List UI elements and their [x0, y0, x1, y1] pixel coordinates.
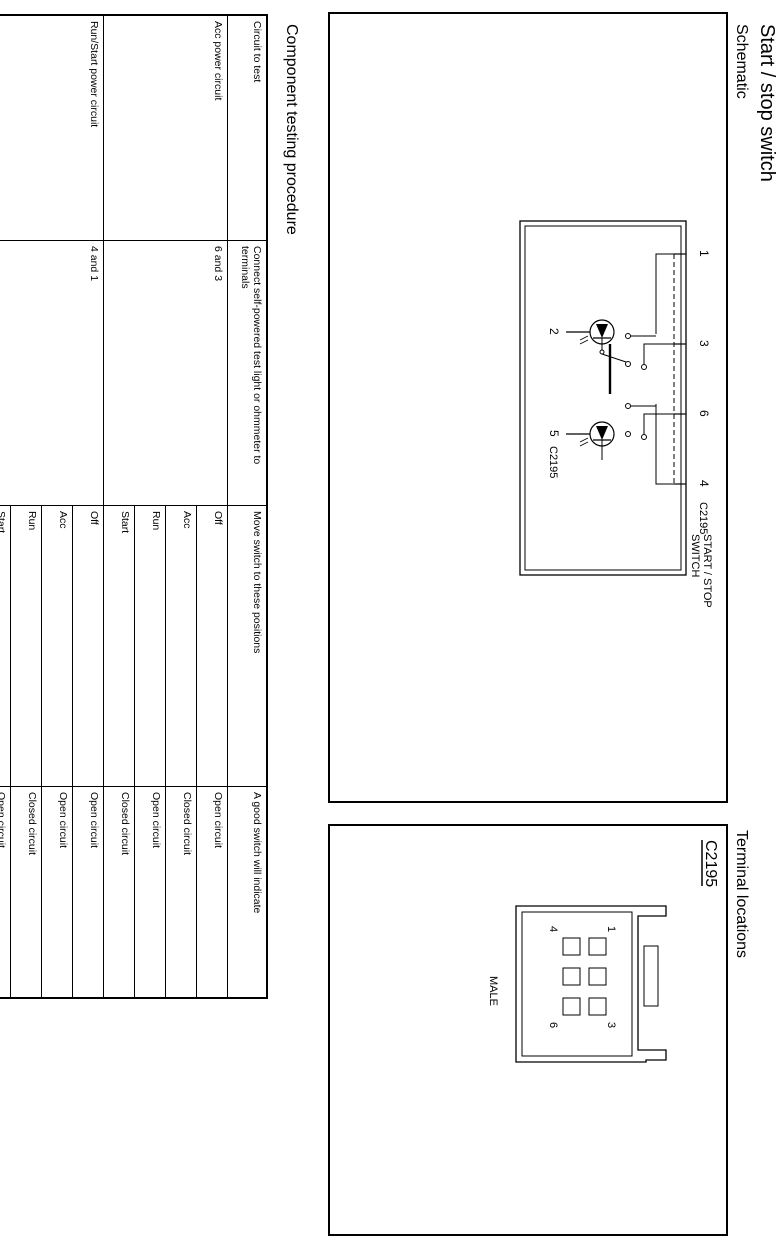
pin-cavity: [588, 937, 607, 956]
pin-label-1: 1: [697, 250, 711, 257]
cell-position: Acc: [165, 505, 197, 787]
contact: [641, 364, 647, 370]
terminal-panel: C2195 1 4 3 6 MALE: [328, 824, 728, 1236]
connector-inner: [521, 911, 633, 1057]
cell-result: Open circuit: [41, 786, 73, 998]
connector-gender: MALE: [487, 976, 499, 1006]
header-terminals: Connect self-powered test light or ohmme…: [227, 240, 267, 506]
pin4-circuit: [655, 404, 674, 485]
cell-result: Open circuit: [0, 786, 11, 998]
cell-position: Off: [72, 505, 104, 787]
contact: [625, 333, 631, 339]
terminal-pin-4: 4: [547, 926, 559, 932]
header-result: A good switch will indicate: [227, 786, 267, 998]
procedure-table: Circuit to test Connect self-powered tes…: [0, 14, 268, 999]
contact: [641, 434, 647, 440]
terminal-locations-heading: Terminal locations: [733, 830, 750, 959]
cell-position: Off: [196, 505, 228, 787]
connector-label-top: C2195: [697, 502, 709, 534]
cell-result: Open circuit: [196, 786, 228, 998]
led-1-diode: [596, 324, 608, 338]
cell-result: Open circuit: [134, 786, 166, 998]
terminal-pin-3: 3: [605, 1022, 617, 1028]
pin6-circuit: [643, 413, 674, 434]
header-circuit: Circuit to test: [227, 15, 267, 241]
switch-housing-outer: [519, 220, 687, 576]
contact: [625, 431, 631, 437]
cell-circuit: Acc power circuit: [103, 15, 228, 241]
header-positions: Move switch to these positions: [227, 505, 267, 787]
pin-label-4: 4: [697, 480, 711, 487]
schematic-diagram: 1 3 6 4 2 5 C2195 C2195 START / STOP SWI…: [519, 220, 713, 608]
pin-label-6: 6: [697, 410, 711, 417]
switch-housing-inner: [524, 225, 682, 571]
pin-cavity: [588, 997, 607, 1016]
connector-body: [515, 905, 667, 1063]
cell-terminals: 4 and 1: [0, 240, 104, 506]
cell-position: Run: [134, 505, 166, 787]
component-label-line2: SWITCH: [689, 534, 701, 577]
schematic-heading: Schematic: [733, 24, 750, 99]
contact: [625, 361, 631, 367]
table-row: Run/Start power circuit 4 and 1 Off Open…: [0, 15, 104, 998]
pin-cavity: [562, 937, 581, 956]
cell-result: Closed circuit: [10, 786, 42, 998]
table-header-row: Circuit to test Connect self-powered tes…: [227, 15, 267, 998]
terminal-connector-label: C2195: [702, 840, 719, 887]
contact: [625, 403, 631, 409]
pin3-circuit: [643, 343, 674, 364]
led-2-diode: [596, 426, 608, 440]
page-title: Start / stop switch: [756, 24, 778, 182]
cell-position: Acc: [41, 505, 73, 787]
procedure-heading: Component testing procedure: [283, 24, 300, 235]
pin-label-5: 5: [547, 430, 561, 437]
pin-cavity: [588, 967, 607, 986]
cell-position: Run: [10, 505, 42, 787]
connector-label-bottom: C2195: [547, 446, 559, 478]
led-1-rays: [579, 335, 589, 345]
pin-cavity: [562, 997, 581, 1016]
terminal-pin-6: 6: [547, 1022, 559, 1028]
pin1-circuit: [655, 253, 674, 334]
led-1-link: [601, 353, 627, 363]
terminal-pin-1: 1: [605, 926, 617, 932]
schematic-panel: 1 3 6 4 2 5 C2195 C2195 START / STOP SWI…: [328, 12, 728, 803]
pin-cavity: [562, 967, 581, 986]
connector-diagram: C2195 1 4 3 6 MALE: [487, 840, 719, 1063]
pin-label-3: 3: [697, 340, 711, 347]
cell-circuit: Run/Start power circuit: [0, 15, 104, 241]
cell-result: Closed circuit: [103, 786, 135, 998]
table-row: Acc power circuit 6 and 3 Off Open circu…: [103, 15, 228, 998]
cell-position: Start: [0, 505, 11, 787]
component-label-line1: START / STOP: [701, 534, 713, 608]
led-2-rays: [579, 437, 589, 447]
cell-position: Start: [103, 505, 135, 787]
cell-result: Open circuit: [72, 786, 104, 998]
cell-terminals: 6 and 3: [103, 240, 228, 506]
cell-result: Closed circuit: [165, 786, 197, 998]
connector-latch: [643, 945, 659, 1007]
contact: [599, 349, 605, 355]
pin-label-2: 2: [547, 328, 561, 335]
